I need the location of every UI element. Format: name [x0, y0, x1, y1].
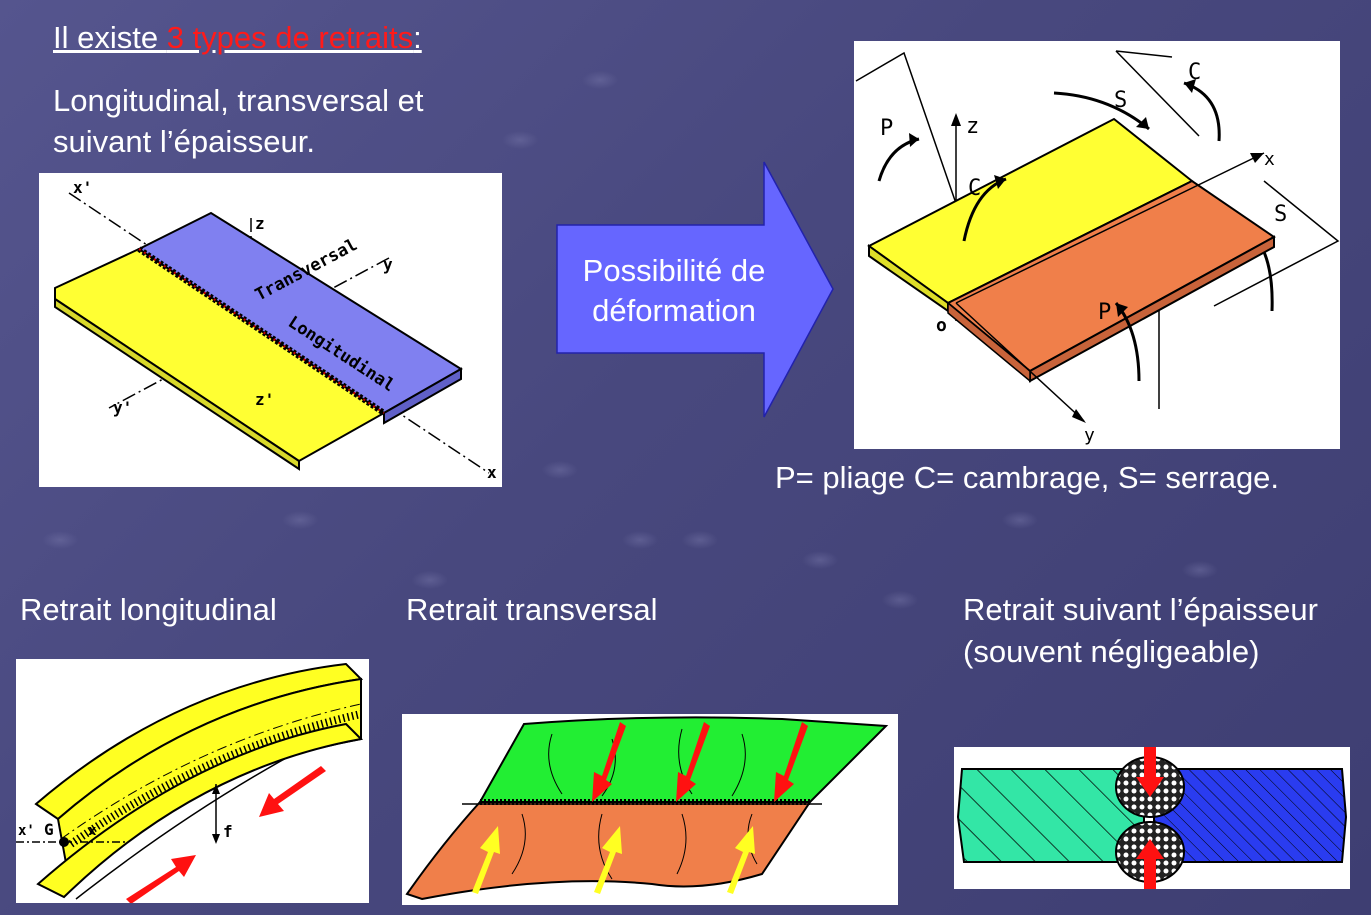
d1-xprime: x' [73, 178, 92, 197]
d1-y: y [383, 255, 393, 274]
caption-longitudinal: Retrait longitudinal [20, 592, 277, 627]
d1-zprime: z' [255, 390, 274, 409]
d2-c-top: C [1188, 60, 1201, 85]
d1-x: x [487, 463, 497, 482]
d2-s-right: S [1274, 202, 1287, 227]
d2-x: x [1264, 149, 1275, 170]
d1-yprime: y' [113, 398, 132, 417]
caption-thickness-line2: (souvent négligeable) [963, 634, 1260, 669]
d2-p-bottom: P [1098, 300, 1111, 325]
d2-y: y [1084, 425, 1095, 446]
intro-prefix: Il existe [53, 20, 167, 55]
deformation-arrow: Possibilité de déformation [556, 161, 836, 419]
longitudinal-shrinkage-diagram: x' G x f [16, 659, 369, 903]
arrow-line1: Possibilité de [582, 253, 766, 288]
d1-z: z [255, 214, 265, 233]
caption-transversal: Retrait transversal [406, 592, 658, 627]
d3-xprime: x' [18, 823, 35, 839]
intro-highlight: 3 types de retraits [166, 20, 414, 55]
d3-g: G [44, 820, 54, 839]
intro-suffix: : [413, 20, 422, 55]
transversal-shrinkage-diagram [402, 714, 898, 905]
caption-thickness-line1: Retrait suivant l’épaisseur [963, 592, 1318, 627]
legend-text: P= pliage C= cambrage, S= serrage. [775, 460, 1280, 495]
deformation-diagram: z x y o P P C C S S [854, 41, 1340, 449]
intro-line1: Longitudinal, transversal et [53, 83, 424, 118]
d2-o: o [936, 315, 947, 336]
d3-f: f [223, 822, 233, 841]
arrow-line2: déformation [592, 293, 756, 328]
d2-c-left: C [968, 176, 981, 201]
d2-z: z [966, 114, 979, 139]
intro-line2: suivant l’épaisseur. [53, 124, 315, 159]
d2-s-top: S [1114, 88, 1127, 113]
d2-p-left: P [880, 116, 893, 141]
d3-x: x [88, 823, 97, 839]
thickness-shrinkage-diagram [954, 747, 1350, 889]
intro-title: Il existe 3 types de retraits: [53, 18, 422, 58]
weld-axes-diagram: x' z y y' z' x Transversal Longitudinal [39, 173, 502, 487]
